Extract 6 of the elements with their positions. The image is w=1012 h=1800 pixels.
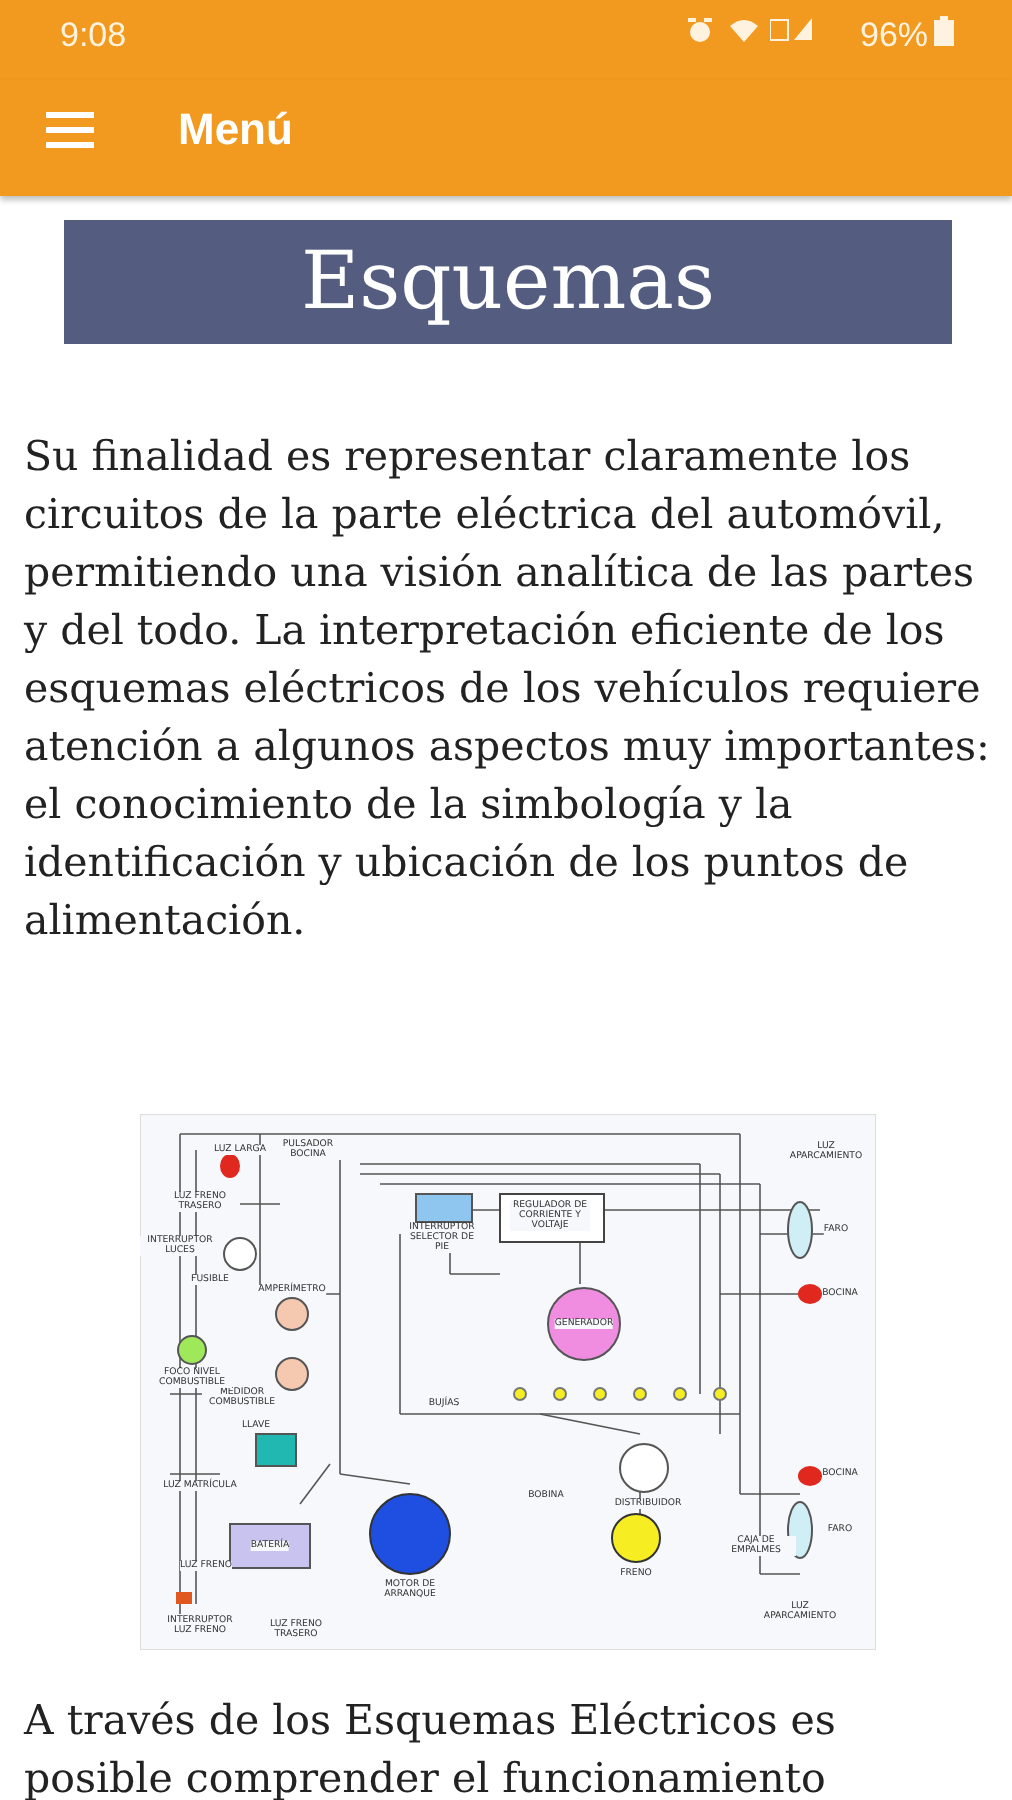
title-banner: Esquemas	[64, 220, 952, 344]
status-time: 9:08	[60, 16, 127, 56]
app-bar-title: Menú	[178, 104, 293, 156]
battery-percentage: 96%	[860, 16, 929, 56]
body-paragraph: Su finalidad es representar claramente los circuitos de la parte eléctrica del automóvil, permitiendo una visión analítica de las partes y del todo. La interpretación eficiente de los esquemas eléctricos de los vehículos requiere atención a algunos aspectos muy importantes: el conocimiento de la simbología y la identificación y ubicación de los puntos de alimentación.	[24, 430, 992, 948]
body-paragraph: A través de los Esquemas Eléctricos es posible comprender el funcionamiento	[24, 1694, 838, 1800]
